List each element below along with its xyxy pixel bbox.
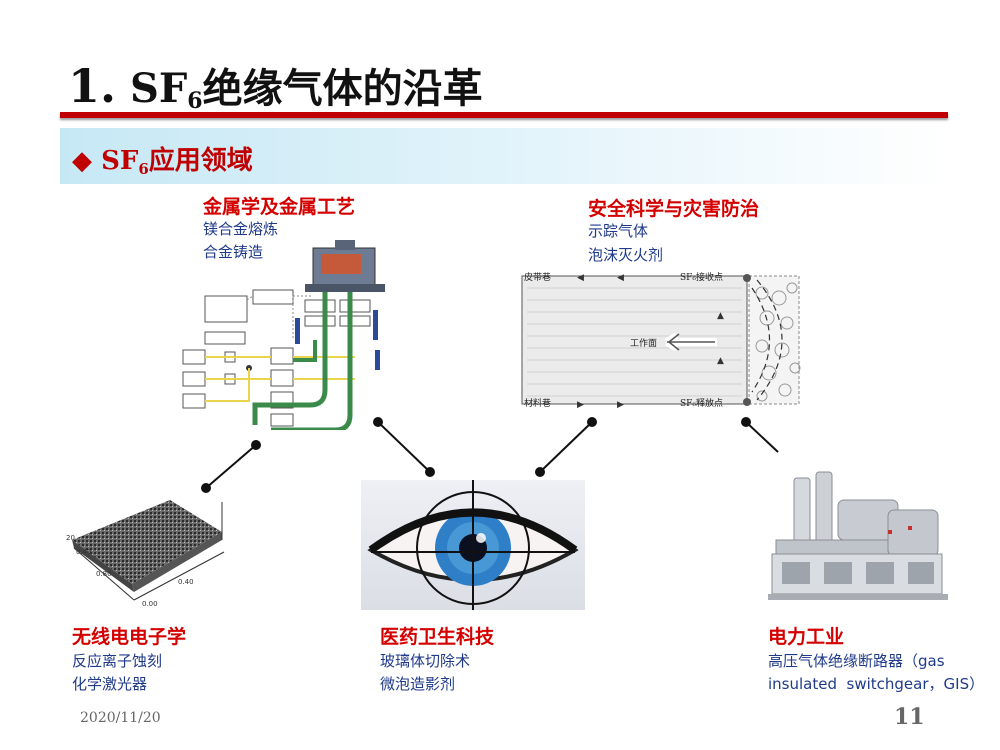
airflow-arrow (667, 333, 715, 351)
category-title-safety: 安全科学与灾害防治 (588, 198, 760, 220)
category-item-foam: 泡沫灭火剂 (588, 246, 664, 264)
mine-label-belt: 皮带巷 (524, 273, 552, 283)
afm-tick-1: 0.40 (76, 548, 92, 556)
title-underline (60, 112, 948, 118)
section-subtitle: ◆ SF6应用领域 (72, 140, 253, 178)
subtitle-text-post: 应用领域 (148, 146, 253, 176)
title-subscript: 6 (187, 88, 203, 114)
subtitle-subscript: 6 (138, 160, 149, 178)
mine-ventilation-diagram: ◀ ◀ ▶ ▶ ▲ ▲ (521, 273, 801, 410)
release-point-dot (743, 398, 751, 406)
svg-text:▲: ▲ (717, 311, 724, 321)
furnace-top (335, 240, 355, 250)
afm-tick-3: 0.40 (178, 578, 194, 586)
category-item-vitrectomy: 玻璃体切除术 (380, 652, 471, 670)
subtitle-text-pre: SF (101, 146, 139, 176)
category-item-microbubble: 微泡造影剂 (380, 675, 456, 693)
category-item-gis-line2: insulated switchgear，GIS） (768, 675, 985, 693)
bullet-diamond-icon: ◆ (72, 146, 92, 176)
slide-title: 1. SF6绝缘气体的沿革 (68, 56, 483, 114)
svg-text:▶: ▶ (617, 400, 624, 410)
title-text-post: 绝缘气体的沿革 (202, 65, 483, 112)
category-item-gis-line1: 高压气体绝缘断路器（gas (768, 652, 945, 670)
svg-text:▲: ▲ (717, 356, 724, 366)
pipe-green-1 (252, 292, 328, 425)
category-title-metallurgy: 金属学及金属工艺 (203, 196, 356, 218)
furnace-melt (321, 254, 361, 274)
category-item-ion-etching: 反应离子蚀刻 (72, 652, 163, 670)
subtitle-band (60, 128, 948, 184)
receive-point-dot (743, 274, 751, 282)
category-item-casting: 合金铸造 (203, 243, 264, 261)
furnace-base (305, 284, 385, 292)
gis-switchgear-image (768, 470, 948, 610)
svg-text:▶: ▶ (577, 400, 584, 410)
gas-lines (205, 356, 355, 402)
afm-surface (72, 500, 222, 584)
mine-label-receive: SF₆接收点 (680, 273, 724, 283)
category-item-chemical-laser: 化学激光器 (72, 675, 148, 693)
eye-image (361, 480, 585, 610)
mine-label-workface: 工作面 (630, 339, 658, 349)
category-title-medical: 医药卫生科技 (380, 626, 495, 648)
afm-surface-image (72, 500, 225, 601)
category-item-tracer: 示踪气体 (588, 222, 649, 240)
category-title-power-industry: 电力工业 (768, 626, 845, 648)
category-title-radio-electronics: 无线电电子学 (72, 626, 187, 648)
metallurgy-process-diagram (182, 240, 385, 430)
afm-tick-4: 0.00 (142, 600, 158, 608)
category-item-magnesium: 镁合金熔炼 (203, 220, 279, 238)
mine-label-release: SF₆释放点 (680, 399, 724, 409)
svg-text:◀: ◀ (617, 273, 624, 283)
eye-graphic (367, 480, 579, 610)
slide-page-number: 11 (894, 704, 925, 730)
svg-text:◀: ◀ (577, 273, 584, 283)
title-number: 1. (68, 59, 117, 113)
afm-tick-5: 20 (66, 534, 75, 542)
plc-box (204, 295, 248, 323)
afm-tick-2: 0.80 (96, 570, 112, 578)
slide-date: 2020/11/20 (80, 710, 161, 726)
mine-label-material: 材料巷 (524, 399, 552, 409)
title-text-pre: SF (129, 65, 188, 112)
